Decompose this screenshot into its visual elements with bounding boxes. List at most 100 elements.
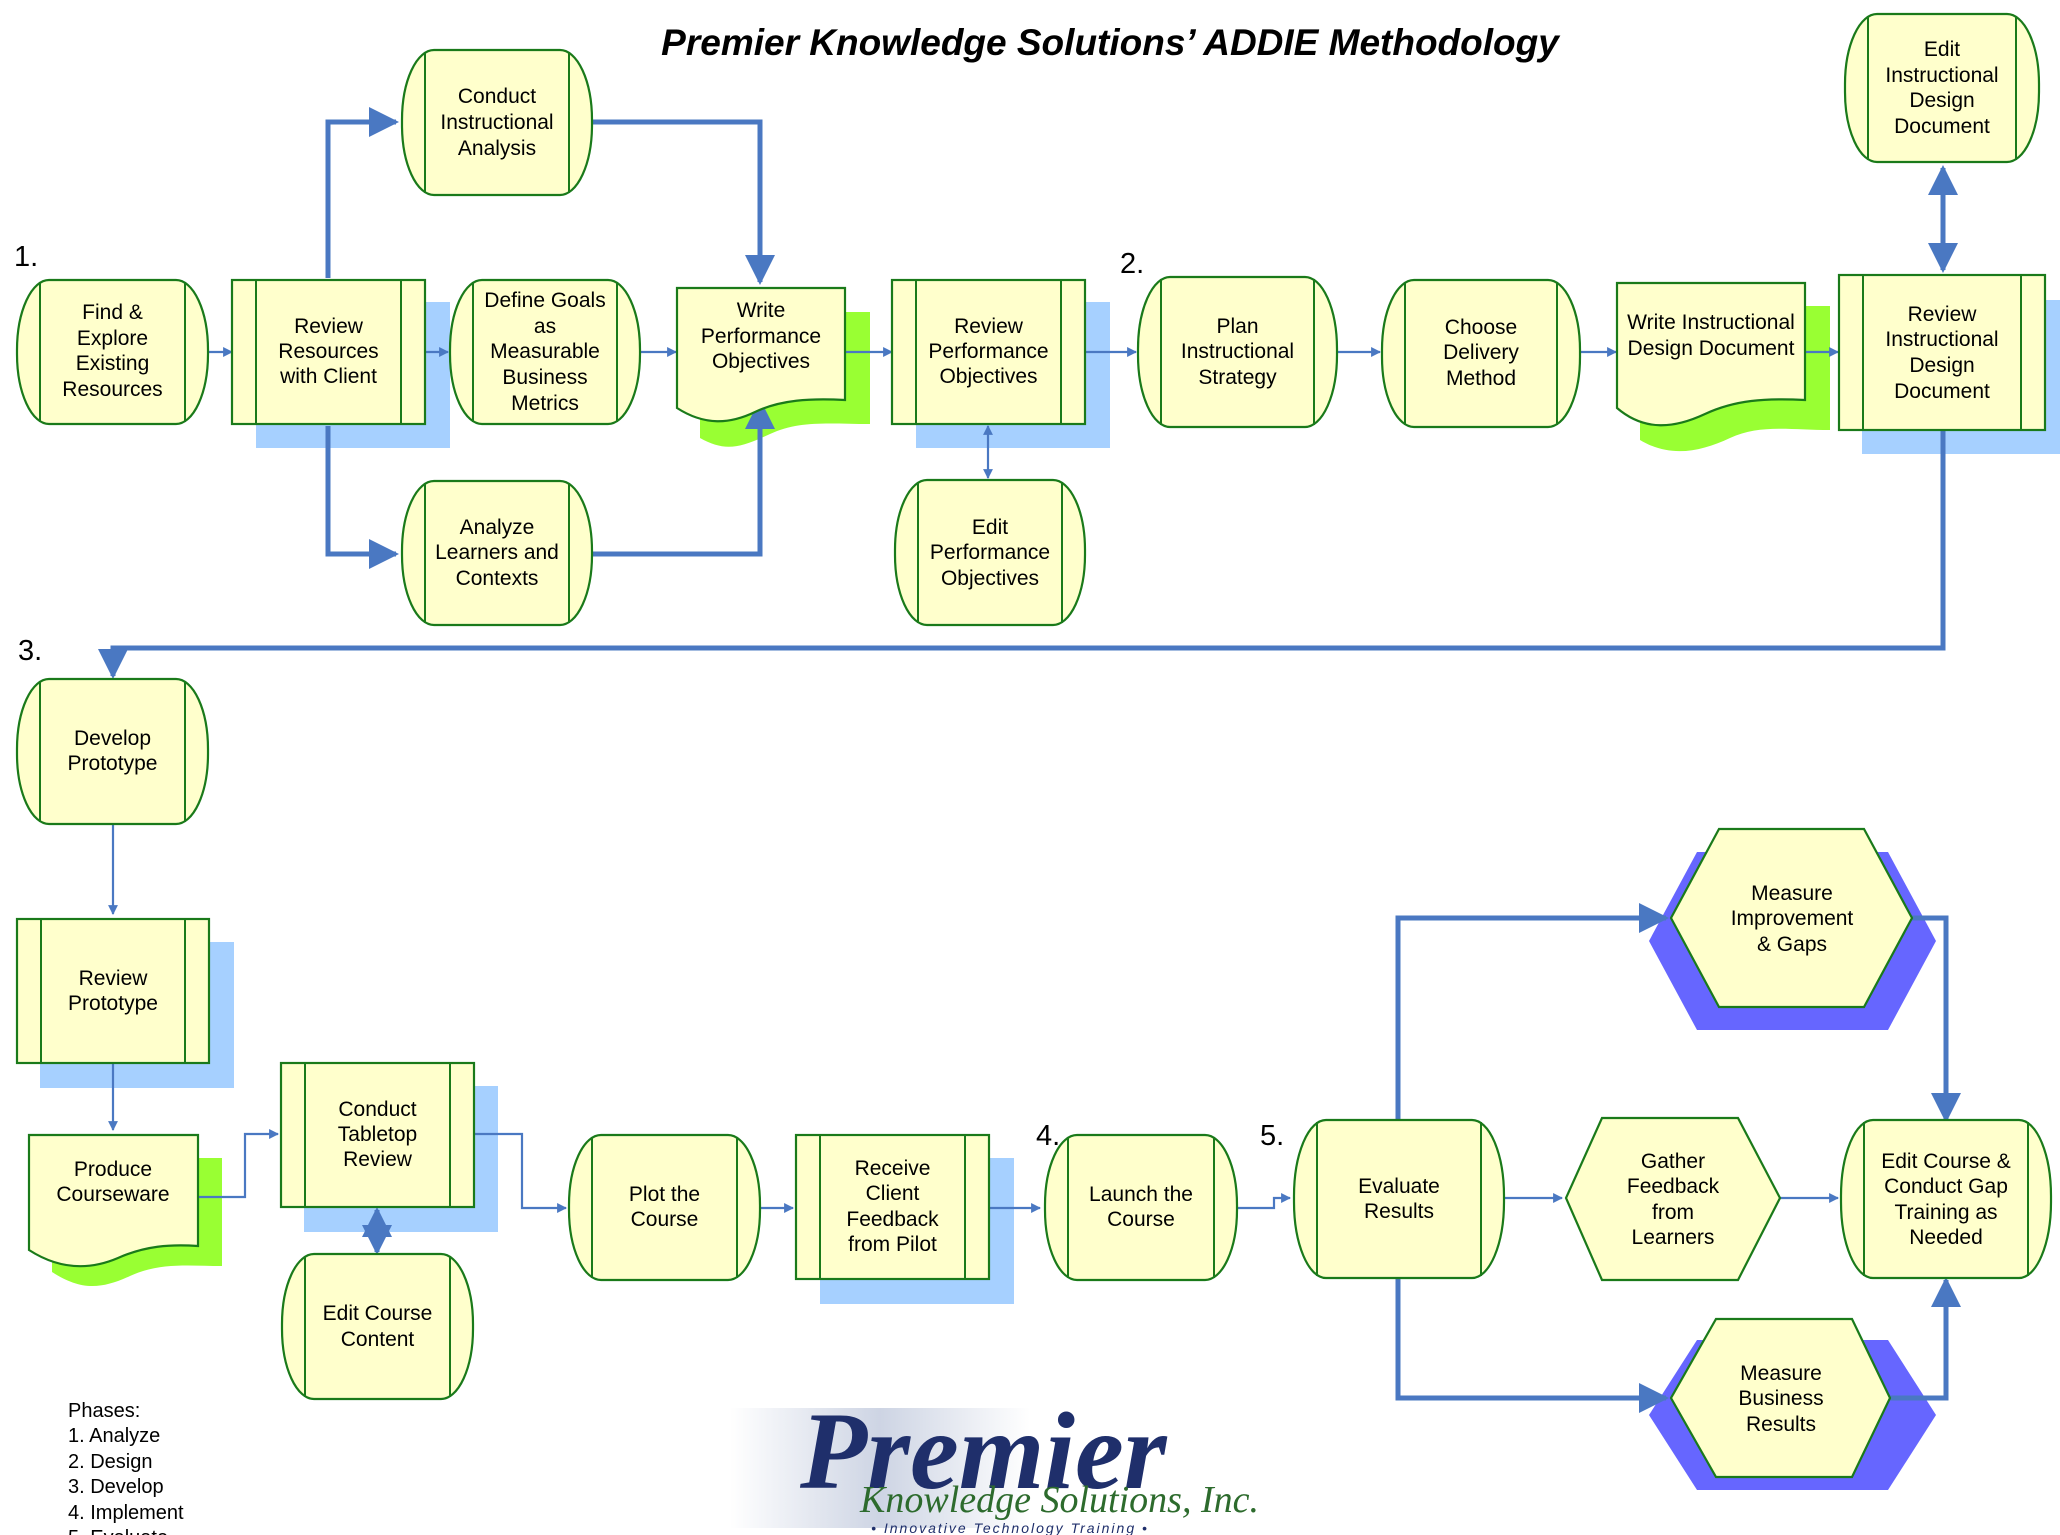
phase-marker-4: 4. <box>1036 1120 1060 1152</box>
node-measure-improvement: Measure Improvement & Gaps <box>1669 827 1914 1009</box>
node-tabletop-review: Conduct Tabletop Review <box>279 1061 476 1209</box>
node-label: Performance <box>928 340 1048 363</box>
node-label: Measure <box>1751 882 1833 905</box>
node-develop-prototype: Develop Prototype <box>15 677 210 826</box>
node-label: Measure <box>1740 1362 1822 1385</box>
node-edit-perf-obj: Edit Performance Objectives <box>893 478 1087 627</box>
node-receive-feedback: Receive Client Feedback from Pilot <box>794 1133 991 1281</box>
node-edit-course-content: Edit Course Content <box>280 1252 475 1401</box>
node-label: Review <box>343 1148 413 1171</box>
node-label: Courseware <box>56 1183 169 1206</box>
node-analyze-learners: Analyze Learners and Contexts <box>400 479 594 627</box>
node-label: Edit Course & <box>1881 1150 2011 1173</box>
node-label: Instructional <box>440 111 553 134</box>
node-label: Edit <box>1924 38 1960 61</box>
node-label: Learners and <box>435 541 559 564</box>
node-label: Contexts <box>456 567 539 590</box>
legend-item: 5. Evaluate <box>68 1527 168 1535</box>
node-label: Objectives <box>712 350 810 373</box>
node-label: Performance <box>930 541 1050 564</box>
connector <box>198 1129 279 1199</box>
node-label: Needed <box>1909 1226 1983 1249</box>
phase-marker-3: 3. <box>18 635 42 667</box>
connector <box>325 426 399 569</box>
connector <box>1237 1193 1291 1210</box>
node-label: Design Document <box>1628 337 1795 360</box>
node-write-perf-obj: Write Performance Objectives <box>675 286 847 423</box>
node-review-perf-obj: Review Performance Objectives <box>890 278 1087 426</box>
logo-subtitle: Knowledge Solutions, Inc. <box>859 1479 1259 1521</box>
node-label: Conduct <box>338 1098 416 1121</box>
node-label: & Gaps <box>1757 933 1827 956</box>
legend-heading: Phases: <box>68 1400 140 1422</box>
logo-name: Premier <box>799 1390 1168 1512</box>
node-label: Performance <box>701 325 821 348</box>
node-label: Write <box>737 299 786 322</box>
node-label: as <box>534 315 556 338</box>
connector <box>1890 1277 1961 1401</box>
node-edit-course-gap: Edit Course & Conduct Gap Training as Ne… <box>1839 1118 2053 1280</box>
node-label: Edit Course <box>323 1302 433 1325</box>
node-label: Write Instructional <box>1627 311 1795 334</box>
node-label: Improvement <box>1731 907 1854 930</box>
node-label: Plot the <box>629 1183 700 1206</box>
connector <box>592 399 775 557</box>
node-find-explore: Find & Explore Existing Resources <box>15 278 210 426</box>
node-label: Content <box>341 1328 415 1351</box>
node-label: from Pilot <box>848 1233 937 1256</box>
connector <box>98 430 1946 679</box>
node-label: Review <box>954 315 1024 338</box>
node-label: Method <box>1446 367 1516 390</box>
node-label: Results <box>1364 1200 1434 1223</box>
node-label: Explore <box>77 327 148 350</box>
node-label: Client <box>866 1182 920 1205</box>
node-evaluate-results: Evaluate Results <box>1292 1118 1506 1280</box>
node-label: Instructional <box>1181 340 1294 363</box>
phase-marker-5: 5. <box>1260 1120 1284 1152</box>
node-plot-course: Plot the Course <box>567 1133 762 1282</box>
node-conduct-analysis: Conduct Instructional Analysis <box>400 48 594 197</box>
connector <box>1395 903 1669 1120</box>
node-label: Resources <box>278 340 378 363</box>
node-label: with Client <box>279 365 377 388</box>
node-label: Feedback <box>1627 1175 1720 1198</box>
node-label: Analyze <box>460 516 535 539</box>
node-label: Results <box>1746 1413 1816 1436</box>
connector <box>1912 915 1961 1123</box>
node-label: Instructional <box>1885 64 1998 87</box>
legend-item: 4. Implement <box>68 1502 184 1524</box>
node-label: Launch the <box>1089 1183 1193 1206</box>
node-label: Prototype <box>68 992 158 1015</box>
node-label: Document <box>1894 380 1990 403</box>
node-review-prototype: Review Prototype <box>15 917 211 1065</box>
node-label: Design <box>1909 89 1974 112</box>
node-label: Conduct <box>458 85 536 108</box>
connector <box>1395 1278 1669 1413</box>
node-label: Business <box>1738 1387 1823 1410</box>
node-label: Objectives <box>939 365 1037 388</box>
node-measure-business: Measure Business Results <box>1669 1317 1892 1479</box>
legend-item: 2. Design <box>68 1451 153 1473</box>
node-label: Review <box>1908 303 1978 326</box>
node-label: Review <box>79 967 149 990</box>
page-title: Premier Knowledge Solutions’ ADDIE Metho… <box>661 22 1561 63</box>
node-review-idd: Review Instructional Design Document <box>1837 273 2047 432</box>
company-logo: Premier Knowledge Solutions, Inc. • Inno… <box>730 1390 1259 1535</box>
node-label: Feedback <box>846 1208 939 1231</box>
node-label: Receive <box>855 1157 931 1180</box>
node-label: Course <box>1107 1208 1175 1231</box>
logo-backdrop <box>730 1408 1030 1528</box>
node-label: Resources <box>62 378 162 401</box>
node-label: Instructional <box>1885 328 1998 351</box>
node-label: Define Goals <box>484 289 605 312</box>
node-choose-delivery: Choose Delivery Method <box>1380 278 1582 429</box>
node-label: Delivery <box>1443 341 1519 364</box>
node-label: Prototype <box>68 752 158 775</box>
node-label: Strategy <box>1198 366 1277 389</box>
node-label: Find & <box>82 301 143 324</box>
node-label: Choose <box>1445 316 1517 339</box>
node-label: Design <box>1909 354 1974 377</box>
phase-marker-2: 2. <box>1120 248 1144 280</box>
node-write-idd: Write Instructional Design Document <box>1615 281 1807 427</box>
